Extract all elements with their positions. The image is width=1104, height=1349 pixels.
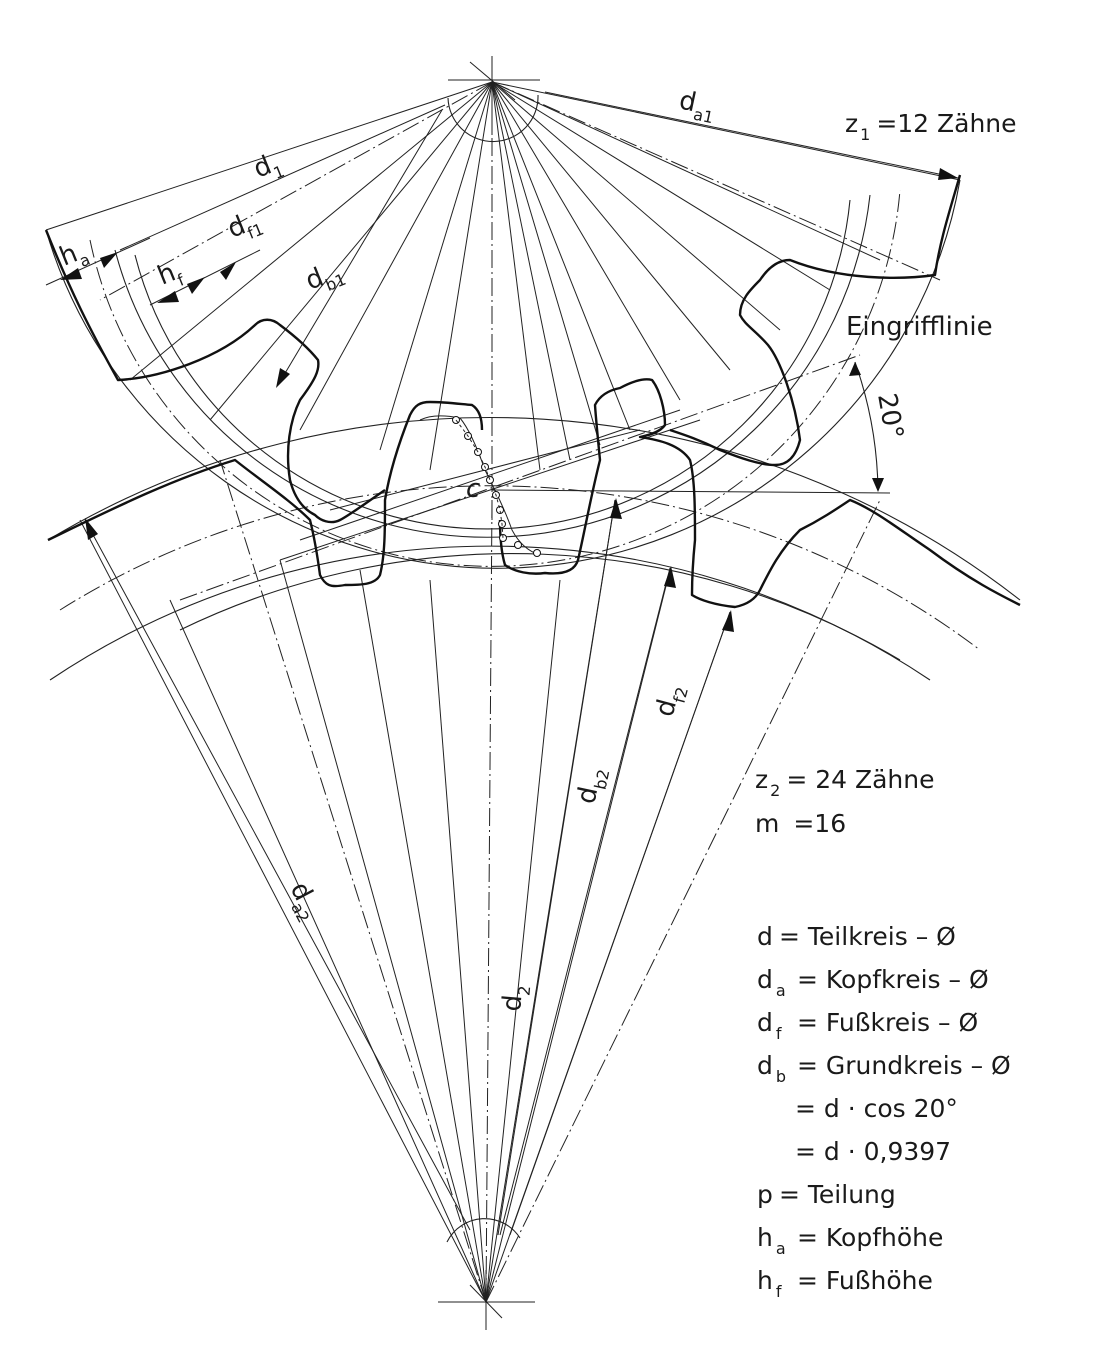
label-pitch-point: c bbox=[466, 474, 480, 504]
svg-text:Eingrifflinie: Eingrifflinie bbox=[846, 312, 993, 342]
label-df2: df2 bbox=[650, 681, 692, 721]
contact-points bbox=[452, 416, 541, 557]
gear1-teeth bbox=[44, 174, 962, 524]
svg-text:c: c bbox=[466, 474, 480, 504]
gear2-root-circle bbox=[179, 553, 901, 661]
gear2-pitch-circle bbox=[59, 485, 981, 651]
legend-row: = d · 0,9397 bbox=[795, 1137, 951, 1166]
label-pressure-angle: 20° bbox=[871, 391, 909, 442]
svg-text:m=16: m=16 bbox=[755, 809, 846, 838]
svg-text:db2: db2 bbox=[572, 764, 614, 807]
svg-text:da1: da1 bbox=[676, 86, 719, 128]
label-line-of-action: Eingrifflinie bbox=[846, 312, 993, 342]
dimension-arrows bbox=[45, 91, 959, 1236]
gear1-root-circle bbox=[134, 199, 851, 530]
legend-row: = d · cos 20° bbox=[795, 1094, 958, 1123]
line-of-action bbox=[179, 354, 891, 601]
pressure-angle-arc bbox=[849, 361, 884, 492]
label-d1: d1 bbox=[249, 147, 287, 189]
svg-text:df2: df2 bbox=[650, 681, 692, 721]
svg-text:z1=12 Zähne: z1=12 Zähne bbox=[845, 109, 1017, 144]
gear2-tip-circle bbox=[47, 417, 1021, 601]
gear2-base-circle bbox=[49, 545, 931, 681]
label-da1: da1 bbox=[676, 86, 719, 128]
legend-row: d= Teilkreis – Ø bbox=[757, 922, 956, 951]
legend-row: p= Teilung bbox=[757, 1180, 896, 1209]
gear2-radial-lines bbox=[79, 459, 881, 1303]
svg-text:20°: 20° bbox=[871, 391, 909, 442]
gear1-tip-circle bbox=[45, 179, 961, 569]
gear2-circles bbox=[47, 417, 1021, 681]
label-d2: d2 bbox=[497, 983, 534, 1013]
svg-text:d2: d2 bbox=[497, 983, 534, 1013]
svg-text:z2= 24 Zähne: z2= 24 Zähne bbox=[755, 765, 934, 800]
gear1-radial-lines bbox=[45, 81, 961, 520]
svg-text:d1: d1 bbox=[249, 147, 287, 189]
gear1-pitch-circle bbox=[89, 189, 901, 567]
label-db2: db2 bbox=[572, 764, 614, 807]
